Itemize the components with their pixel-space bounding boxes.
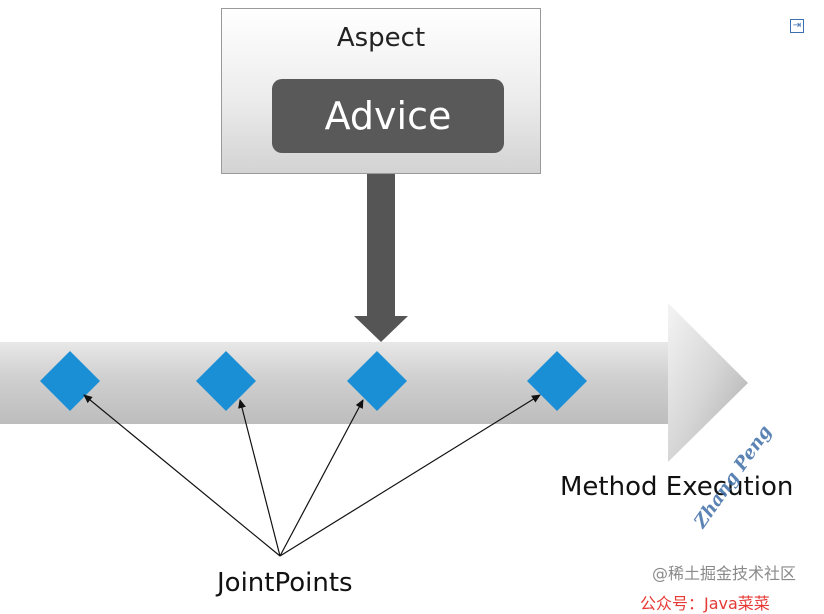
aspect-arrow-head [354, 316, 408, 342]
advice-label: Advice [324, 94, 452, 138]
advice-box: Advice [272, 79, 504, 153]
pointer-line-1 [83, 394, 281, 557]
pointer-line-4 [279, 394, 541, 557]
pointer-line-3 [279, 399, 364, 557]
pointer-line-2 [238, 399, 281, 557]
joint-point-diamond [527, 351, 587, 411]
aspect-arrow-shaft [367, 172, 395, 318]
expand-icon[interactable]: ⇥ [790, 19, 804, 33]
joint-point-diamond [347, 351, 407, 411]
method-execution-label: Method Execution [560, 472, 794, 502]
diagram-graphics [0, 172, 748, 557]
aspect-label: Aspect [336, 23, 426, 53]
aop-diagram: Aspect Advice Method Execution JointPoin… [0, 8, 804, 613]
account-watermark: 公众号：Java菜菜 [640, 594, 770, 613]
joint-point-diamond [196, 351, 256, 411]
site-watermark: @稀土掘金技术社区 [652, 564, 797, 583]
joint-points-label: JointPoints [217, 568, 353, 598]
method-execution-arrowhead [668, 303, 748, 462]
aspect-box: Aspect Advice [221, 8, 541, 174]
